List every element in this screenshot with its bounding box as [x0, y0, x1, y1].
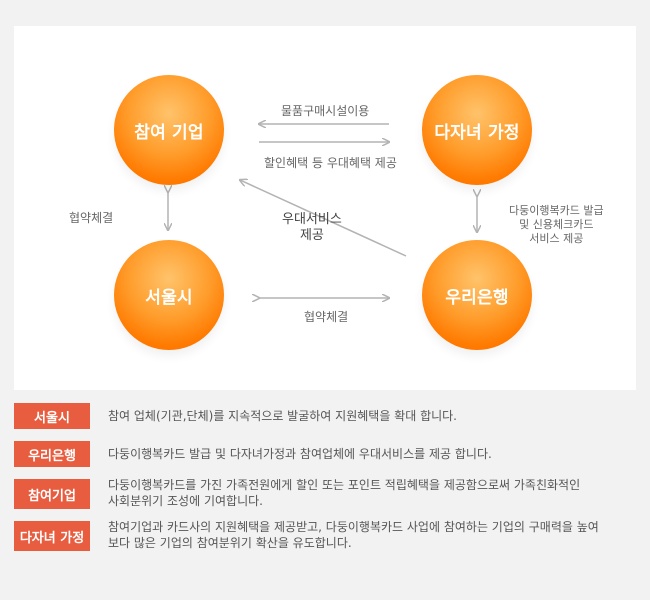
role-text-woori-bank: 다둥이행복카드 발급 및 다자녀가정과 참여업체에 우대서비스를 제공 합니다. [108, 447, 492, 461]
role-row-multi-child-family: 다자녀 가정 참여기업과 카드사의 지원혜택을 제공받고, 다둥이행복카드 사업… [14, 520, 636, 551]
node-seoul-city-label: 서울시 [145, 287, 193, 308]
relationship-diagram: 참여 기업 다자녀 가정 서울시 우리은행 물품구매시설이용 할인혜택 등 우대… [14, 26, 636, 390]
role-text-seoul: 참여 업체(기관,단체)를 지속적으로 발굴하여 지원혜택을 확대 합니다. [108, 409, 458, 423]
card-issuance-line1: 다둥이행복카드 발급 [509, 204, 604, 217]
card-issuance-line3: 서비스 제공 [529, 232, 584, 245]
node-participant-company: 참여 기업 [114, 75, 224, 185]
role-row-participant-company: 참여기업 다둥이행복카드를 가진 가족전원에게 할인 또는 포인트 적립혜택을 … [14, 478, 636, 509]
role-text-multi-child-family: 참여기업과 카드사의 지원혜택을 제공받고, 다둥이행복카드 사업에 참여하는 … [108, 520, 599, 550]
node-woori-bank: 우리은행 [422, 240, 532, 350]
role-tag-seoul: 서울시 [14, 403, 90, 429]
role-row-seoul: 서울시 참여 업체(기관,단체)를 지속적으로 발굴하여 지원혜택을 확대 합니… [14, 403, 636, 429]
edge-label-preferential-service: 우대서비스 제공 [282, 212, 342, 244]
edge-label-purchase-use: 물품구매시설이용 [281, 104, 370, 118]
node-multi-child-family-label: 다자녀 가정 [434, 122, 520, 143]
edge-label-agreement-left: 협약체결 [69, 211, 114, 225]
role-tag-woori-bank: 우리은행 [14, 441, 90, 467]
edge-label-card-issuance: 다둥이행복카드 발급 및 신용체크카드 서비스 제공 [509, 204, 604, 246]
role-tag-participant-company: 참여기업 [14, 479, 90, 509]
role-description-list: 서울시 참여 업체(기관,단체)를 지속적으로 발굴하여 지원혜택을 확대 합니… [14, 403, 636, 563]
node-participant-company-label: 참여 기업 [134, 122, 204, 143]
card-issuance-line2: 및 신용체크카드 [519, 218, 594, 231]
role-tag-multi-child-family: 다자녀 가정 [14, 521, 90, 551]
preferential-service-line1: 우대서비스 [282, 212, 342, 227]
edge-label-agreement-bottom: 협약체결 [304, 310, 349, 324]
node-seoul-city: 서울시 [114, 240, 224, 350]
preferential-service-line2: 제공 [299, 228, 324, 243]
node-woori-bank-label: 우리은행 [445, 287, 509, 308]
role-text-participant-company: 다둥이행복카드를 가진 가족전원에게 할인 또는 포인트 적립혜택을 제공함으로… [108, 478, 581, 508]
role-row-woori-bank: 우리은행 다둥이행복카드 발급 및 다자녀가정과 참여업체에 우대서비스를 제공… [14, 441, 636, 467]
node-multi-child-family: 다자녀 가정 [422, 75, 532, 185]
edge-label-discount-benefit: 할인혜택 등 우대혜택 제공 [264, 156, 397, 170]
